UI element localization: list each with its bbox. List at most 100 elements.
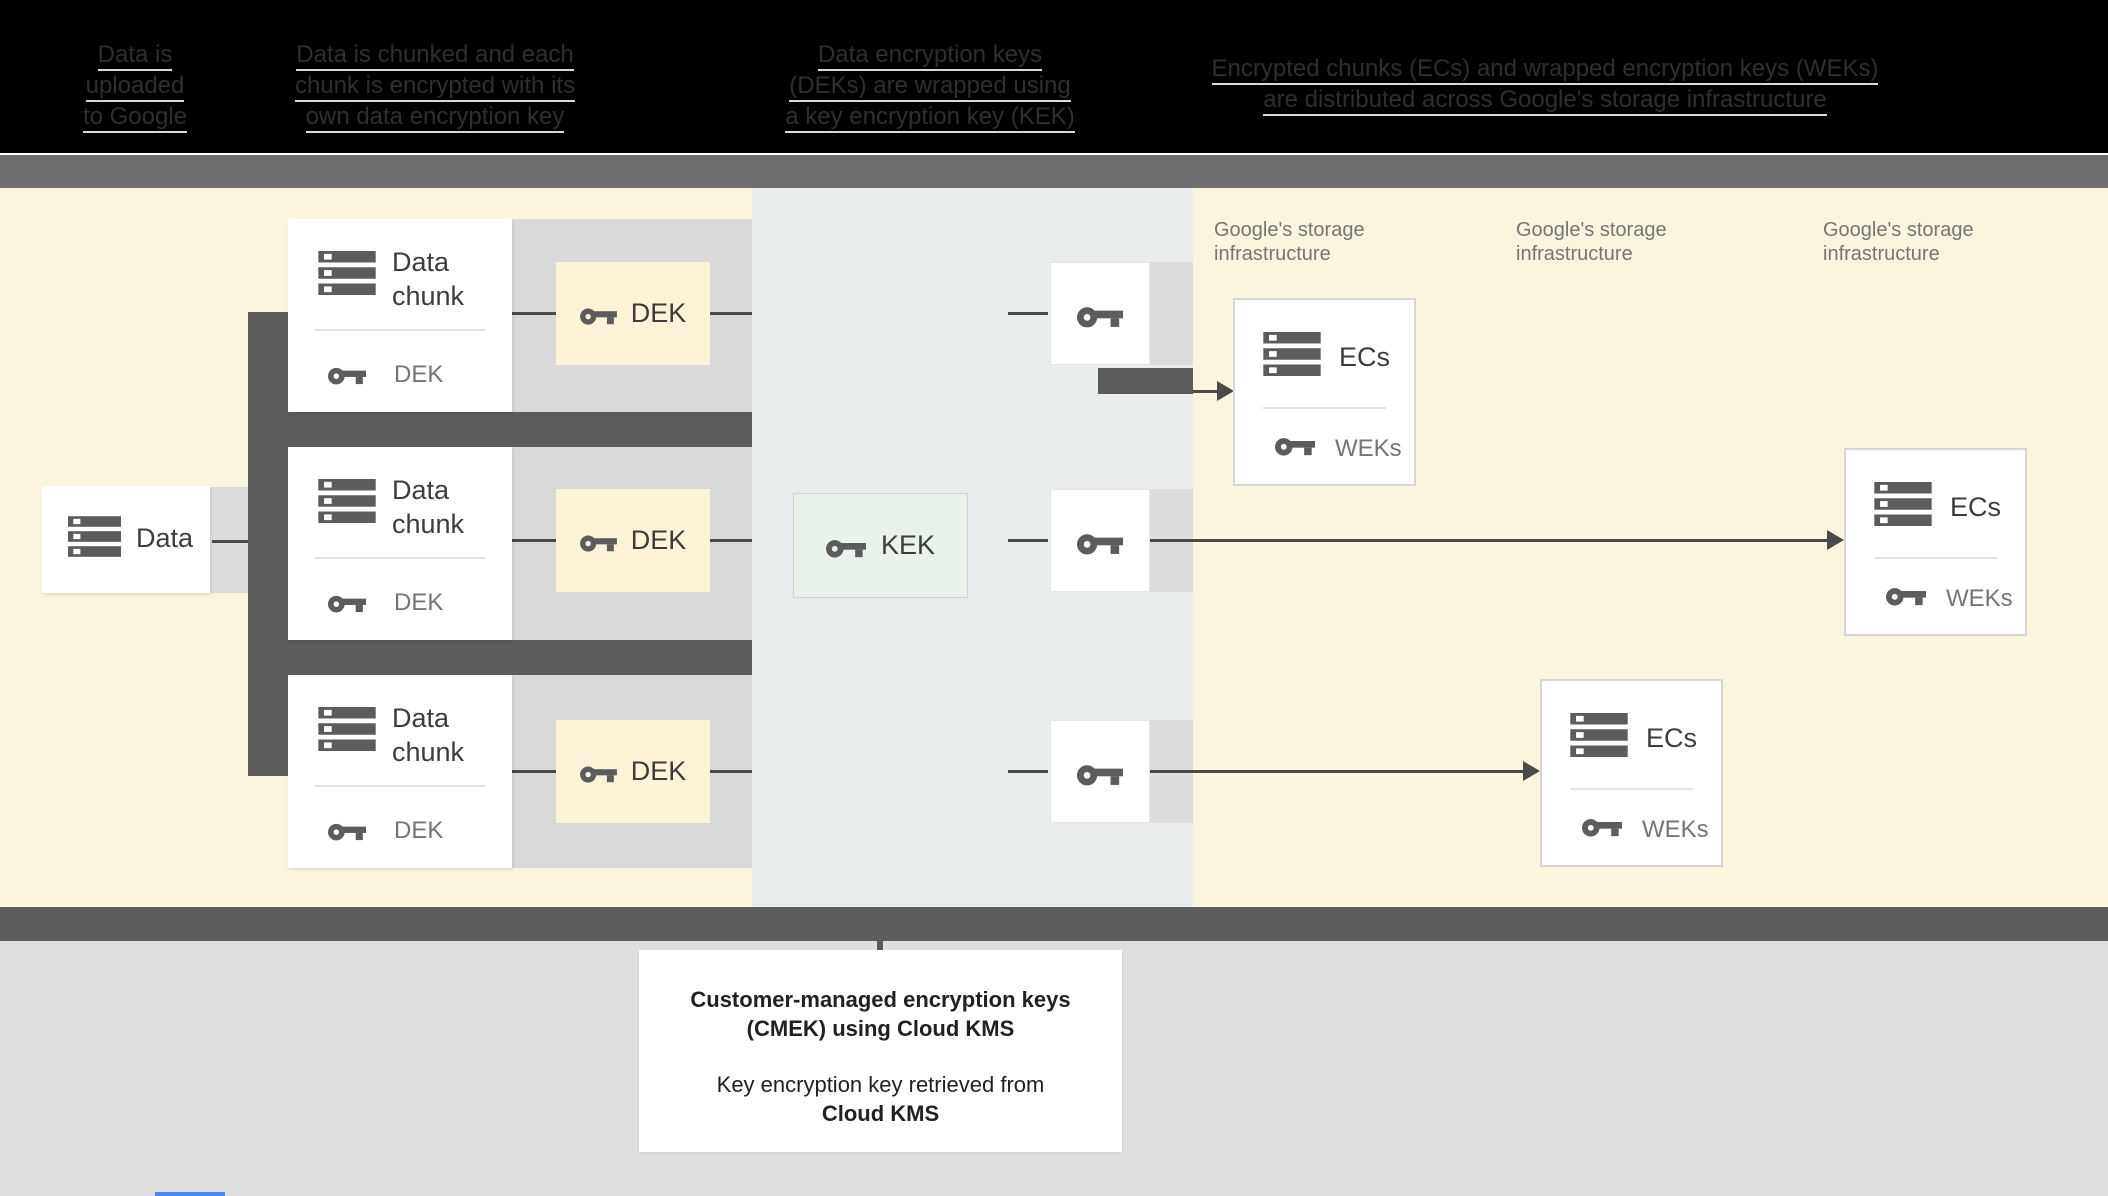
wrap-key-icon [1077, 299, 1123, 328]
kek-to-wrap3-line [1008, 770, 1048, 773]
dek-box-label: DEK [630, 756, 687, 786]
chunk-divider [314, 557, 486, 559]
wrap-key-box-1 [1050, 262, 1150, 365]
header-step-2-line-1: Data is chunked and each [296, 41, 574, 71]
arrow-to-ecs2-line [1150, 539, 1828, 542]
header-band: Data is uploaded to Google Data is chunk… [0, 0, 2108, 155]
dek-box-3: DEK [556, 720, 710, 823]
header-step-1-line-2: uploaded [85, 72, 185, 102]
wrap-key-patch-1 [1150, 262, 1193, 365]
dek-key-icon [580, 529, 617, 552]
dek-box-label: DEK [630, 298, 687, 328]
chunk-stack-icon [318, 479, 376, 523]
chunk3-to-dek3-line [512, 770, 556, 773]
arrow-to-ecs2-head [1827, 530, 1844, 550]
ecs-weks-label: WEKs [1642, 816, 1709, 843]
storage-label-1: Google's storage infrastructure [1214, 219, 1365, 265]
ecs-stack-icon [1263, 332, 1321, 376]
chunk-stack-icon [318, 251, 376, 295]
kek-box: KEK [793, 493, 968, 598]
dek-key-icon [328, 589, 366, 613]
chunk-title: Data chunk [392, 703, 465, 767]
ecs-weks-label: WEKs [1946, 585, 2013, 612]
caption-box: Customer-managed encryption keys (CMEK) … [639, 950, 1122, 1152]
ecs-box-label: ECs [1646, 723, 1698, 753]
dek-key-icon [580, 760, 617, 783]
header-step-1: Data is uploaded to Google [40, 40, 230, 133]
arrow-to-ecs1-line [1193, 390, 1218, 393]
weks-key-icon [1275, 431, 1315, 456]
row-separator-bar-1 [290, 412, 752, 447]
kek-box-label: KEK [880, 530, 936, 560]
kek-to-wrap1-line [1008, 312, 1048, 315]
storage-label-3: Google's storage infrastructure [1823, 219, 1974, 265]
caption-pointer-tick [877, 941, 883, 952]
caption-title-line-2: (CMEK) using Cloud KMS [746, 1016, 1015, 1041]
data-box-label: Data [136, 523, 194, 553]
chunk-dek-label: DEK [394, 589, 444, 616]
header-step-1-line-1: Data is [97, 41, 173, 71]
data-chunk-box-3: Data chunk DEK [288, 675, 512, 868]
header-step-3-line-2: (DEKs) are wrapped using [789, 72, 1071, 102]
caption-body-line-1: Key encryption key retrieved from [716, 1072, 1045, 1097]
arrow-to-ecs1-head [1217, 381, 1234, 401]
ecs-weks-label: WEKs [1335, 435, 1402, 462]
chunk-stack-icon [318, 707, 376, 751]
ecs-box-2: ECs WEKs [1844, 448, 2027, 636]
header-step-4-line-1: Encrypted chunks (ECs) and wrapped encry… [1211, 55, 1879, 85]
kek-to-wrap2-line [1008, 539, 1048, 542]
header-separator-band [0, 155, 2108, 188]
dek3-out-line [710, 770, 752, 773]
header-step-4: Encrypted chunks (ECs) and wrapped encry… [1120, 54, 1970, 116]
bottom-dark-band [0, 907, 2108, 941]
chunk-title: Data chunk [392, 247, 465, 311]
chunk1-to-dek1-line [512, 312, 556, 315]
wrap1-output-bar [1098, 368, 1193, 394]
ecs-divider [1263, 407, 1386, 409]
wrap-key-icon [1077, 526, 1123, 555]
ecs-box-3: ECs WEKs [1540, 679, 1723, 867]
chunk-title: Data chunk [392, 475, 465, 539]
ecs-box-1: ECs WEKs [1233, 298, 1416, 486]
caption-title-line-1: Customer-managed encryption keys [690, 987, 1071, 1012]
dek-box-1: DEK [556, 262, 710, 365]
ecs-divider [1874, 557, 1997, 559]
dek1-out-line [710, 312, 752, 315]
caption-gap [639, 1043, 1122, 1070]
chunk-divider [314, 329, 486, 331]
storage-label-2: Google's storage infrastructure [1516, 219, 1667, 265]
data-box: Data [42, 486, 210, 593]
header-step-3-line-1: Data encryption keys [817, 41, 1043, 71]
wrap-key-box-3 [1050, 720, 1150, 823]
header-step-2-line-3: own data encryption key [305, 103, 565, 133]
dek-key-icon [580, 302, 617, 325]
header-step-2-line-2: chunk is encrypted with its [294, 72, 576, 102]
ecs-stack-icon [1874, 482, 1932, 526]
dek-box-2: DEK [556, 489, 710, 592]
chunk-dek-label: DEK [394, 361, 444, 388]
data-chunk-box-2: Data chunk DEK [288, 447, 512, 640]
fanout-vertical-bar [248, 312, 290, 776]
arrow-to-ecs3-line [1150, 770, 1524, 773]
chunk-dek-label: DEK [394, 817, 444, 844]
data-chunk-box-1: Data chunk DEK [288, 219, 512, 412]
ecs-box-label: ECs [1339, 342, 1391, 372]
caption-body-line-2: Cloud KMS [821, 1101, 940, 1126]
ecs-stack-icon [1570, 713, 1628, 757]
header-step-4-line-2: are distributed across Google's storage … [1263, 86, 1827, 116]
header-step-3-line-3: a key encryption key (KEK) [785, 103, 1075, 133]
dek-key-icon [328, 817, 366, 841]
header-step-1-line-3: to Google [82, 103, 188, 133]
header-step-3: Data encryption keys (DEKs) are wrapped … [730, 40, 1130, 133]
dek2-out-line [710, 539, 752, 542]
weks-key-icon [1886, 581, 1926, 606]
wrap-key-box-2 [1050, 489, 1150, 592]
row-separator-bar-2 [290, 640, 752, 675]
arrow-to-ecs3-head [1523, 761, 1540, 781]
chunk-divider [314, 785, 486, 787]
ecs-divider [1570, 788, 1693, 790]
header-step-2: Data is chunked and each chunk is encryp… [280, 40, 590, 133]
dek-key-icon [328, 361, 366, 385]
wrap-key-icon [1077, 757, 1123, 786]
data-to-bar-line [212, 540, 248, 543]
